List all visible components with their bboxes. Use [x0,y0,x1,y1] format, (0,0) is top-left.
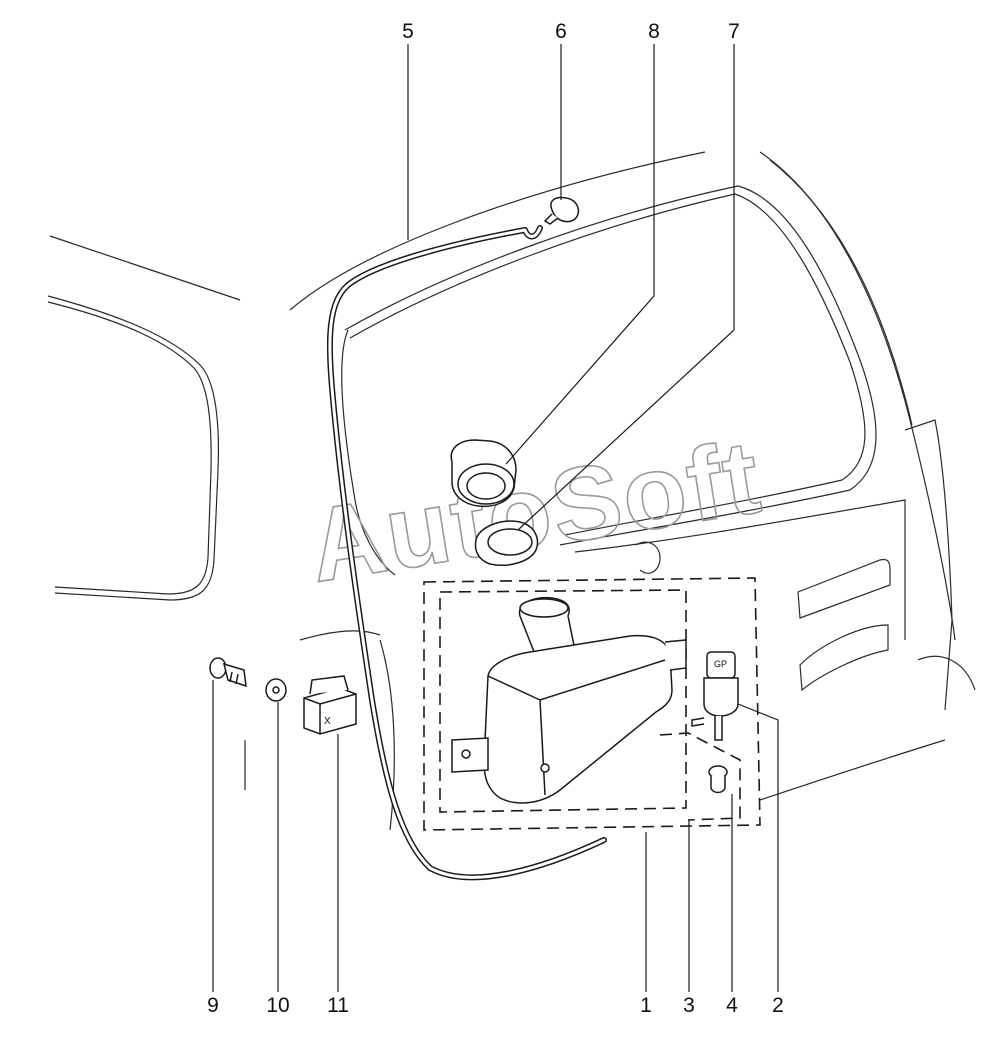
callout-numbers: 5 6 8 7 9 10 11 1 3 4 2 [207,20,784,1017]
washer-disc [265,678,287,702]
washer-hose [326,225,607,881]
callout-4: 4 [726,994,738,1017]
callout-6: 6 [555,20,567,43]
callout-11: 11 [327,994,349,1017]
washer-pump: GP [691,651,739,741]
callout-1: 1 [640,994,652,1017]
mounting-bolt [209,657,247,688]
grommet-ring [474,520,539,566]
callout-3: 3 [683,994,695,1017]
callout-9: 9 [207,994,219,1017]
washer-reservoir [451,596,687,804]
washer-nozzle [543,196,580,225]
leader-lines [212,44,779,992]
vehicle-body-outline [47,151,976,831]
callout-5: 5 [402,20,414,43]
callout-8: 8 [648,20,660,43]
callout-2: 2 [772,994,784,1017]
pump-marking: GP [714,659,727,669]
mounting-clip: X [303,675,357,735]
callout-7: 7 [728,20,740,43]
filler-neck-grommet [450,439,517,508]
callout-10: 10 [266,994,289,1017]
strainer [708,765,728,794]
watermark-text: AutoSoft [301,419,768,605]
reservoir-assembly-frames [423,577,761,831]
clip-marking: X [324,716,331,727]
